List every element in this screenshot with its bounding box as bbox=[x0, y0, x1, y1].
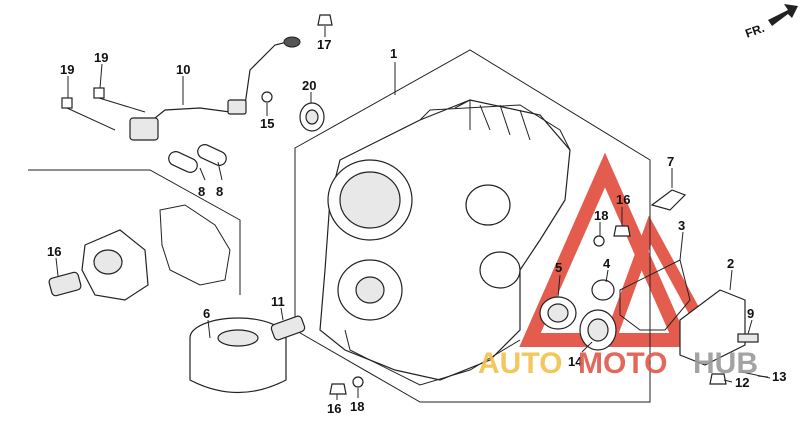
oil-seal-5-inner bbox=[547, 303, 569, 323]
sensor-connector bbox=[283, 36, 301, 48]
front-arrow-icon bbox=[768, 4, 798, 26]
left-detail-box bbox=[28, 169, 241, 295]
dowel-pins-8 bbox=[168, 144, 227, 173]
callout-12: 12 bbox=[735, 375, 749, 390]
callout-6: 6 bbox=[203, 306, 210, 321]
pin-9 bbox=[737, 333, 759, 343]
callout-15: 15 bbox=[260, 116, 274, 131]
bolts-19 bbox=[61, 87, 146, 131]
callout-3: 3 bbox=[678, 218, 685, 233]
oil-seal-14-inner bbox=[587, 318, 609, 342]
bolt-19b-shaft bbox=[98, 97, 146, 113]
dowel-pin-8a bbox=[168, 151, 198, 173]
callout-13: 13 bbox=[772, 369, 786, 384]
crankshaft-hub bbox=[355, 276, 385, 304]
front-label: FR. bbox=[743, 21, 766, 41]
fitting-7 bbox=[650, 189, 687, 211]
bolt-12 bbox=[709, 373, 727, 385]
oil-filter-bracket bbox=[81, 204, 231, 301]
callout-20: 20 bbox=[302, 78, 316, 93]
watermark-text: AUTO MOTO HUB bbox=[478, 347, 758, 380]
front-direction-indicator: FR. bbox=[743, 4, 798, 41]
callout-19b: 19 bbox=[94, 50, 108, 65]
watermark-middle: MOTO bbox=[578, 347, 667, 380]
nipple-16a bbox=[48, 271, 82, 297]
oil-filter-6 bbox=[189, 317, 287, 393]
callout-1: 1 bbox=[390, 46, 397, 61]
oil-line-fitting bbox=[227, 99, 247, 115]
watermark-prefix: AUTO bbox=[478, 347, 562, 380]
bolt-19b-head bbox=[93, 87, 105, 99]
washer-18a bbox=[593, 235, 605, 247]
bracket-2 bbox=[679, 289, 746, 366]
callout-9: 9 bbox=[747, 306, 754, 321]
callout-5: 5 bbox=[555, 260, 562, 275]
callout-14: 14 bbox=[568, 354, 583, 369]
front-cylinder-inner bbox=[339, 171, 401, 229]
nipple-11 bbox=[270, 315, 306, 341]
bearing-20-inner bbox=[305, 109, 319, 125]
callout-7: 7 bbox=[667, 154, 674, 169]
side-boss bbox=[479, 251, 521, 289]
bolt-16b bbox=[613, 225, 631, 237]
washer-18b bbox=[352, 376, 364, 388]
bearing-20 bbox=[299, 102, 325, 132]
callout-4: 4 bbox=[603, 256, 611, 271]
oil-filter-body bbox=[189, 338, 287, 393]
callout-16c: 16 bbox=[327, 401, 341, 416]
callout-18a: 18 bbox=[594, 208, 608, 223]
head-fins bbox=[419, 104, 571, 151]
oil-filter-center bbox=[217, 329, 259, 347]
callout-17: 17 bbox=[317, 37, 331, 52]
rear-cylinder-port bbox=[465, 184, 511, 226]
crankcase-assembly bbox=[319, 99, 571, 386]
crankcase-base bbox=[344, 329, 521, 386]
watermark-suffix: HUB bbox=[693, 347, 758, 380]
bracket-port bbox=[93, 249, 123, 275]
oil-seal-5 bbox=[539, 296, 577, 330]
callout-16a: 16 bbox=[47, 244, 61, 259]
callout-2: 2 bbox=[727, 256, 734, 271]
bolt-19a-shaft bbox=[66, 107, 116, 131]
callout-10: 10 bbox=[176, 62, 190, 77]
callout-18b: 18 bbox=[350, 399, 364, 414]
callout-8b: 8 bbox=[216, 184, 223, 199]
bolt-19a-head bbox=[61, 97, 73, 109]
fin-lines bbox=[454, 99, 531, 141]
dowel-pin-8b bbox=[197, 144, 227, 166]
callout-8a: 8 bbox=[198, 184, 205, 199]
bolt-16c bbox=[329, 383, 347, 395]
callout-16b: 16 bbox=[616, 192, 630, 207]
callout-11: 11 bbox=[271, 294, 285, 309]
washer-15 bbox=[261, 91, 273, 103]
oil-line-banjo bbox=[129, 117, 159, 141]
oil-line-pipe bbox=[129, 36, 301, 141]
bolt-17 bbox=[317, 14, 333, 26]
bracket-mount bbox=[159, 204, 231, 286]
oil-seal-14 bbox=[579, 309, 617, 351]
o-ring-4 bbox=[591, 279, 615, 301]
callout-19a: 19 bbox=[60, 62, 74, 77]
leader-lines bbox=[55, 26, 769, 400]
